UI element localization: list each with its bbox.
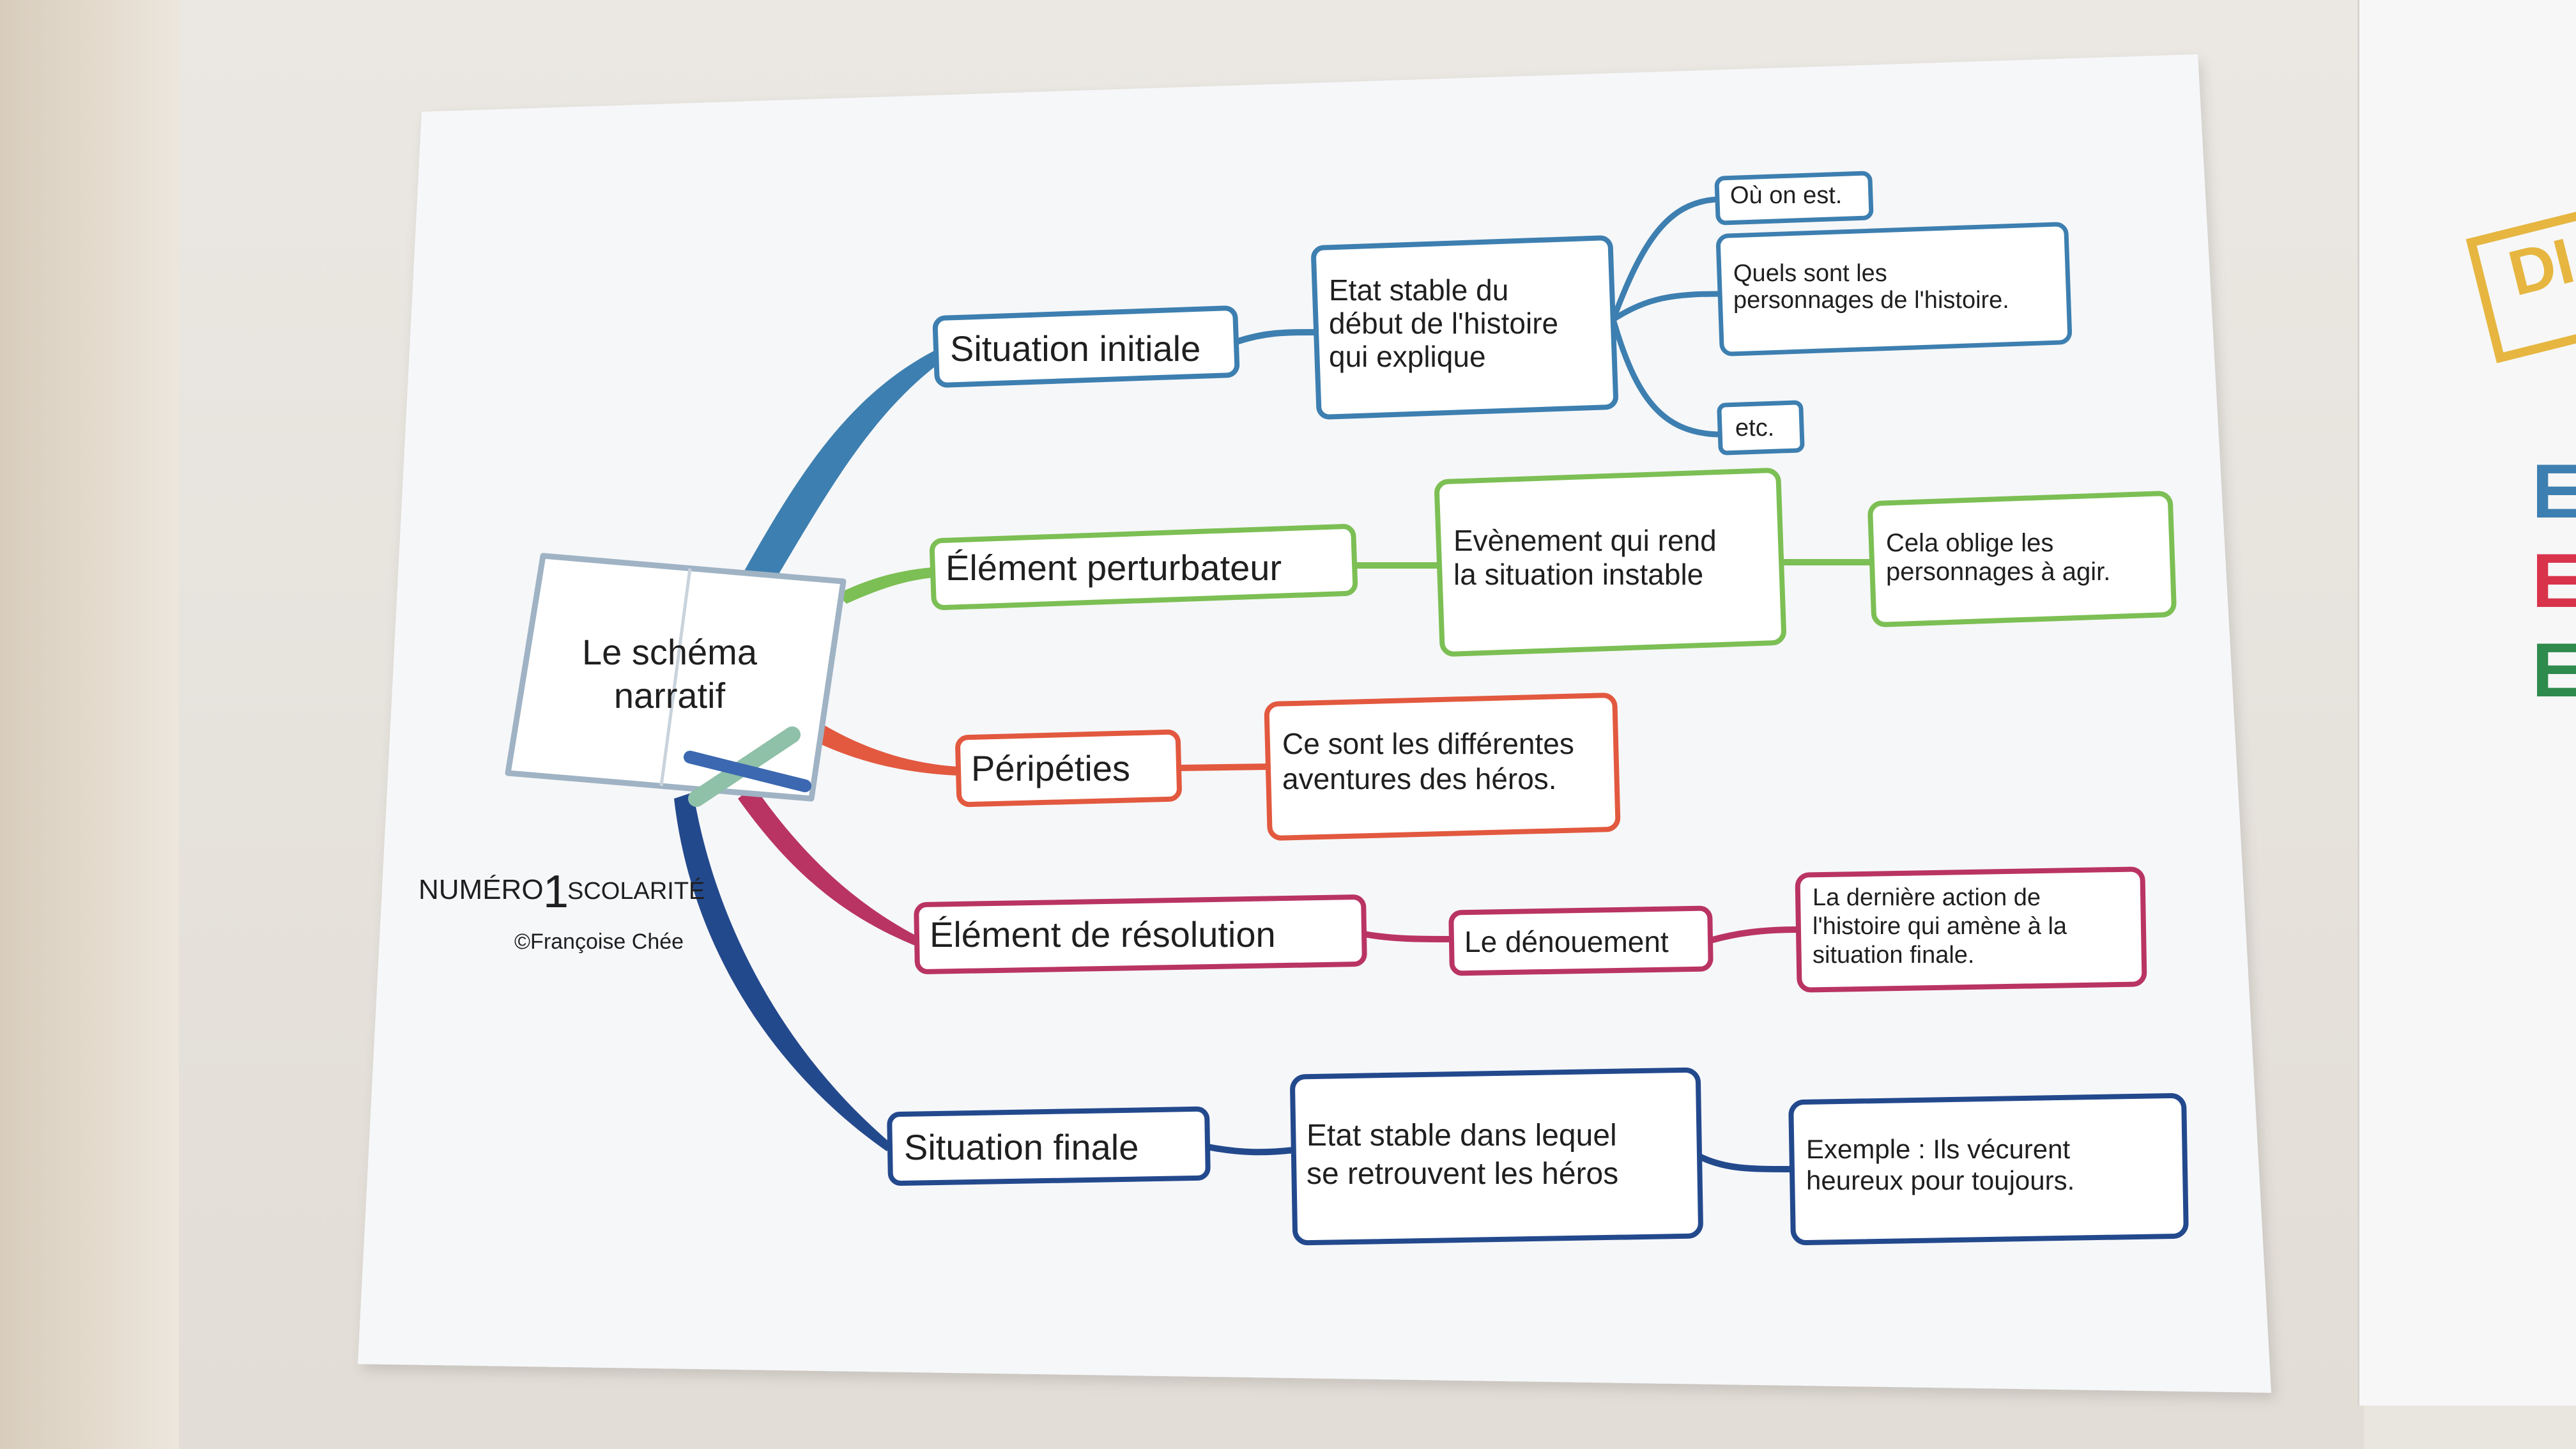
er-leaf-line-3: situation finale.: [1813, 942, 1975, 969]
sf-detail-line-1: Etat stable dans lequel: [1307, 1119, 1617, 1153]
poster-letter-e-green: E: [2532, 627, 2576, 713]
connector-si-perso: [1611, 291, 1722, 322]
label-peripeties: Péripéties: [971, 748, 1130, 788]
central-title-line-1: Le schéma: [582, 632, 758, 672]
logo-brand-a: NUMÉRO: [418, 874, 544, 905]
detail-element-resolution: Le dénouement: [1448, 905, 1713, 976]
pencil-icon: [684, 726, 811, 807]
sf-leaf-line-2: heureux pour toujours.: [1806, 1165, 2074, 1195]
connector-sf-leaf: [1698, 1153, 1793, 1172]
peri-detail-line-1: Ce sont les différentes: [1282, 727, 1574, 760]
neighbor-poster: E E E: [2358, 0, 2576, 1406]
leaf-perso-line-2: personnages de l'histoire.: [1733, 287, 2009, 314]
sf-leaf-line-1: Exemple : Ils vécurent: [1806, 1134, 2071, 1164]
connector-sf-detail: [1207, 1144, 1294, 1156]
label-situation-finale: Situation finale: [904, 1127, 1138, 1167]
leaf-ou-text: Où on est.: [1730, 182, 1842, 209]
ep-detail-line-2: la situation instable: [1453, 558, 1703, 591]
node-situation-initiale: Situation initiale: [932, 305, 1240, 388]
connector-er-leaf: [1709, 926, 1799, 944]
leaf-personnages: Quels sont les personnages de l'histoire…: [1716, 222, 2073, 356]
label-situation-initiale: Situation initiale: [950, 328, 1200, 369]
er-leaf-line-1: La dernière action de: [1813, 884, 2041, 911]
detail-situation-finale: Etat stable dans lequel se retrouvent le…: [1290, 1067, 1703, 1246]
leaf-element-resolution: La dernière action de l'histoire qui amè…: [1795, 866, 2147, 993]
branch-situation-finale: [674, 792, 891, 1151]
leaf-perso-line-1: Quels sont les: [1733, 260, 1887, 287]
ep-leaf-line-1: Cela oblige les: [1886, 529, 2053, 557]
connector-si-ou: [1610, 196, 1719, 321]
node-peripeties: Péripéties: [955, 729, 1182, 808]
si-detail-line-3: qui explique: [1329, 340, 1486, 373]
logo-credit: ©Françoise Chée: [514, 930, 684, 954]
detail-peripeties: Ce sont les différentes aventures des hé…: [1264, 693, 1621, 841]
leaf-situation-finale: Exemple : Ils vécurent heureux pour touj…: [1788, 1092, 2189, 1245]
connector-si-etc: [1610, 318, 1722, 438]
detail-situation-initiale: Etat stable du début de l'histoire qui e…: [1311, 235, 1618, 420]
si-detail-line-2: début de l'histoire: [1329, 307, 1558, 340]
detail-element-perturbateur: Evènement qui rend la situation instable: [1434, 468, 1786, 657]
branch-situation-initiale: [735, 348, 942, 594]
branch-element-resolution: [738, 786, 917, 946]
node-element-resolution: Élément de résolution: [914, 894, 1367, 974]
branch-element-perturbateur: [837, 567, 934, 604]
connector-si-detail: [1235, 329, 1317, 345]
leaf-etc-text: etc.: [1735, 415, 1774, 441]
logo-brand-b: SCOLARITÉ: [567, 877, 705, 905]
sf-detail-line-2: se retrouvent les héros: [1307, 1157, 1618, 1191]
label-element-resolution: Élément de résolution: [930, 914, 1276, 954]
node-situation-finale: Situation finale: [887, 1106, 1211, 1186]
node-element-perturbateur: Élément perturbateur: [929, 524, 1358, 610]
leaf-element-perturbateur: Cela oblige les personnages à agir.: [1867, 491, 2177, 627]
peri-detail-line-2: aventures des héros.: [1282, 762, 1557, 795]
label-element-perturbateur: Élément perturbateur: [946, 548, 1282, 588]
publisher-logo: NUMÉRO 1 SCOLARITÉ ©Françoise Chée: [418, 866, 705, 954]
branch-peripeties: [821, 725, 958, 776]
connector-er-detail: [1363, 931, 1452, 942]
wall-left: [0, 0, 179, 1449]
poster-letter-e-blue: E: [2532, 448, 2576, 534]
leaf-ou-on-est: Où on est.: [1714, 171, 1874, 226]
poster-letter-e-red: E: [2532, 538, 2576, 624]
ep-leaf-line-2: personnages à agir.: [1886, 558, 2110, 586]
er-detail-text: Le dénouement: [1464, 925, 1669, 958]
logo-brand-number: 1: [543, 866, 569, 917]
si-detail-line-1: Etat stable du: [1329, 273, 1508, 307]
er-leaf-line-2: l'histoire qui amène à la: [1813, 913, 2067, 940]
connector-peri-detail: [1178, 763, 1269, 771]
central-title-line-2: narratif: [614, 675, 726, 716]
ep-detail-line-1: Evènement qui rend: [1453, 524, 1717, 557]
leaf-etc: etc.: [1717, 400, 1805, 456]
